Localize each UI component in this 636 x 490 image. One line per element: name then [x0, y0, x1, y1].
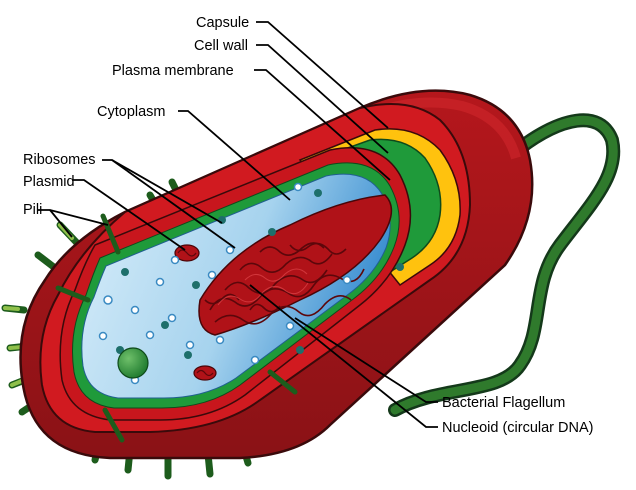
- label-nucleoid: Nucleoid (circular DNA): [442, 420, 593, 436]
- label-pili: Pili: [23, 202, 42, 218]
- label-capsule: Capsule: [196, 15, 249, 31]
- label-cytoplasm: Cytoplasm: [97, 104, 166, 120]
- label-cell-wall: Cell wall: [194, 38, 248, 54]
- plasmid-2: [194, 366, 216, 380]
- label-plasmid: Plasmid: [23, 174, 75, 190]
- leader-pili-a: [38, 210, 108, 225]
- label-ribosomes: Ribosomes: [23, 152, 96, 168]
- storage-granule: [118, 348, 148, 378]
- label-flagellum: Bacterial Flagellum: [442, 395, 565, 411]
- label-plasma-membrane: Plasma membrane: [112, 63, 234, 79]
